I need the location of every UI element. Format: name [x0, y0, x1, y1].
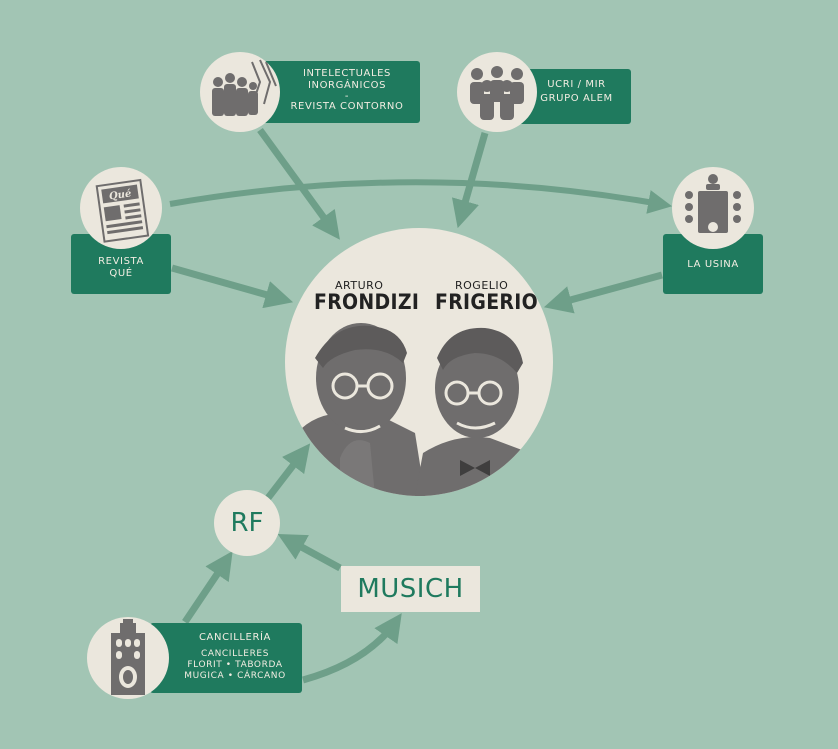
intelectuales-line3: - — [344, 91, 350, 102]
intelectuales-line2: INORGÁNICOS — [307, 80, 387, 91]
ucri-line1: UCRI / MIR — [547, 79, 606, 90]
musich-label: MUSICH — [357, 574, 464, 604]
intelectuales-box: INTELECTUALES INORGÁNICOS - REVISTA CONT… — [262, 61, 420, 123]
crowd-icon — [457, 52, 537, 132]
revista-que-line2: QUÉ — [109, 268, 133, 279]
palace-building-icon — [87, 617, 169, 699]
intelectuales-line1: INTELECTUALES — [302, 68, 392, 79]
arrow-que-to-center — [171, 264, 294, 309]
magazine-icon-title: Qué — [108, 188, 132, 202]
intelectuales-line4: REVISTA CONTORNO — [290, 101, 404, 112]
frondizi-last-name: FRONDIZI — [314, 290, 420, 314]
cancilleria-line2: FLORIT • TABORDA — [187, 660, 283, 670]
magazine-icon: Qué — [80, 167, 162, 249]
musich-box: MUSICH — [341, 566, 480, 612]
cancilleria-title: CANCILLERÍA — [198, 632, 272, 643]
arrow-que-to-usina — [169, 179, 673, 214]
ucri-line2: GRUPO ALEM — [540, 93, 613, 104]
rf-circle: RF — [214, 490, 280, 556]
meeting-table-icon — [672, 167, 754, 249]
frondizi-frigerio-portrait — [295, 323, 547, 496]
arrow-cancilleria-to-rf — [182, 551, 233, 624]
revista-que-line1: REVISTA — [98, 256, 144, 267]
center-circle: ARTURO FRONDIZI ROGELIO FRIGERIO — [285, 228, 553, 496]
cancilleria-line3: MUGICA • CÁRCANO — [184, 671, 286, 681]
arrow-intelectuales-to-center — [257, 127, 340, 240]
rf-label: RF — [230, 508, 264, 538]
arrow-ucri-to-center — [451, 132, 489, 229]
frigerio-last-name: FRIGERIO — [435, 290, 538, 314]
arrow-usina-to-center — [543, 271, 663, 314]
frigerio-first-name: ROGELIO — [455, 279, 509, 292]
intellectuals-group-icon — [200, 52, 280, 132]
arrow-cancilleria-to-musich — [302, 613, 402, 684]
cancilleria-box: CANCILLERÍA CANCILLERES FLORIT • TABORDA… — [150, 623, 302, 693]
la-usina-label: LA USINA — [687, 259, 739, 270]
frondizi-first-name: ARTURO — [335, 279, 384, 292]
cancilleria-line1: CANCILLERES — [200, 649, 270, 659]
arrow-musich-to-rf — [277, 533, 342, 572]
